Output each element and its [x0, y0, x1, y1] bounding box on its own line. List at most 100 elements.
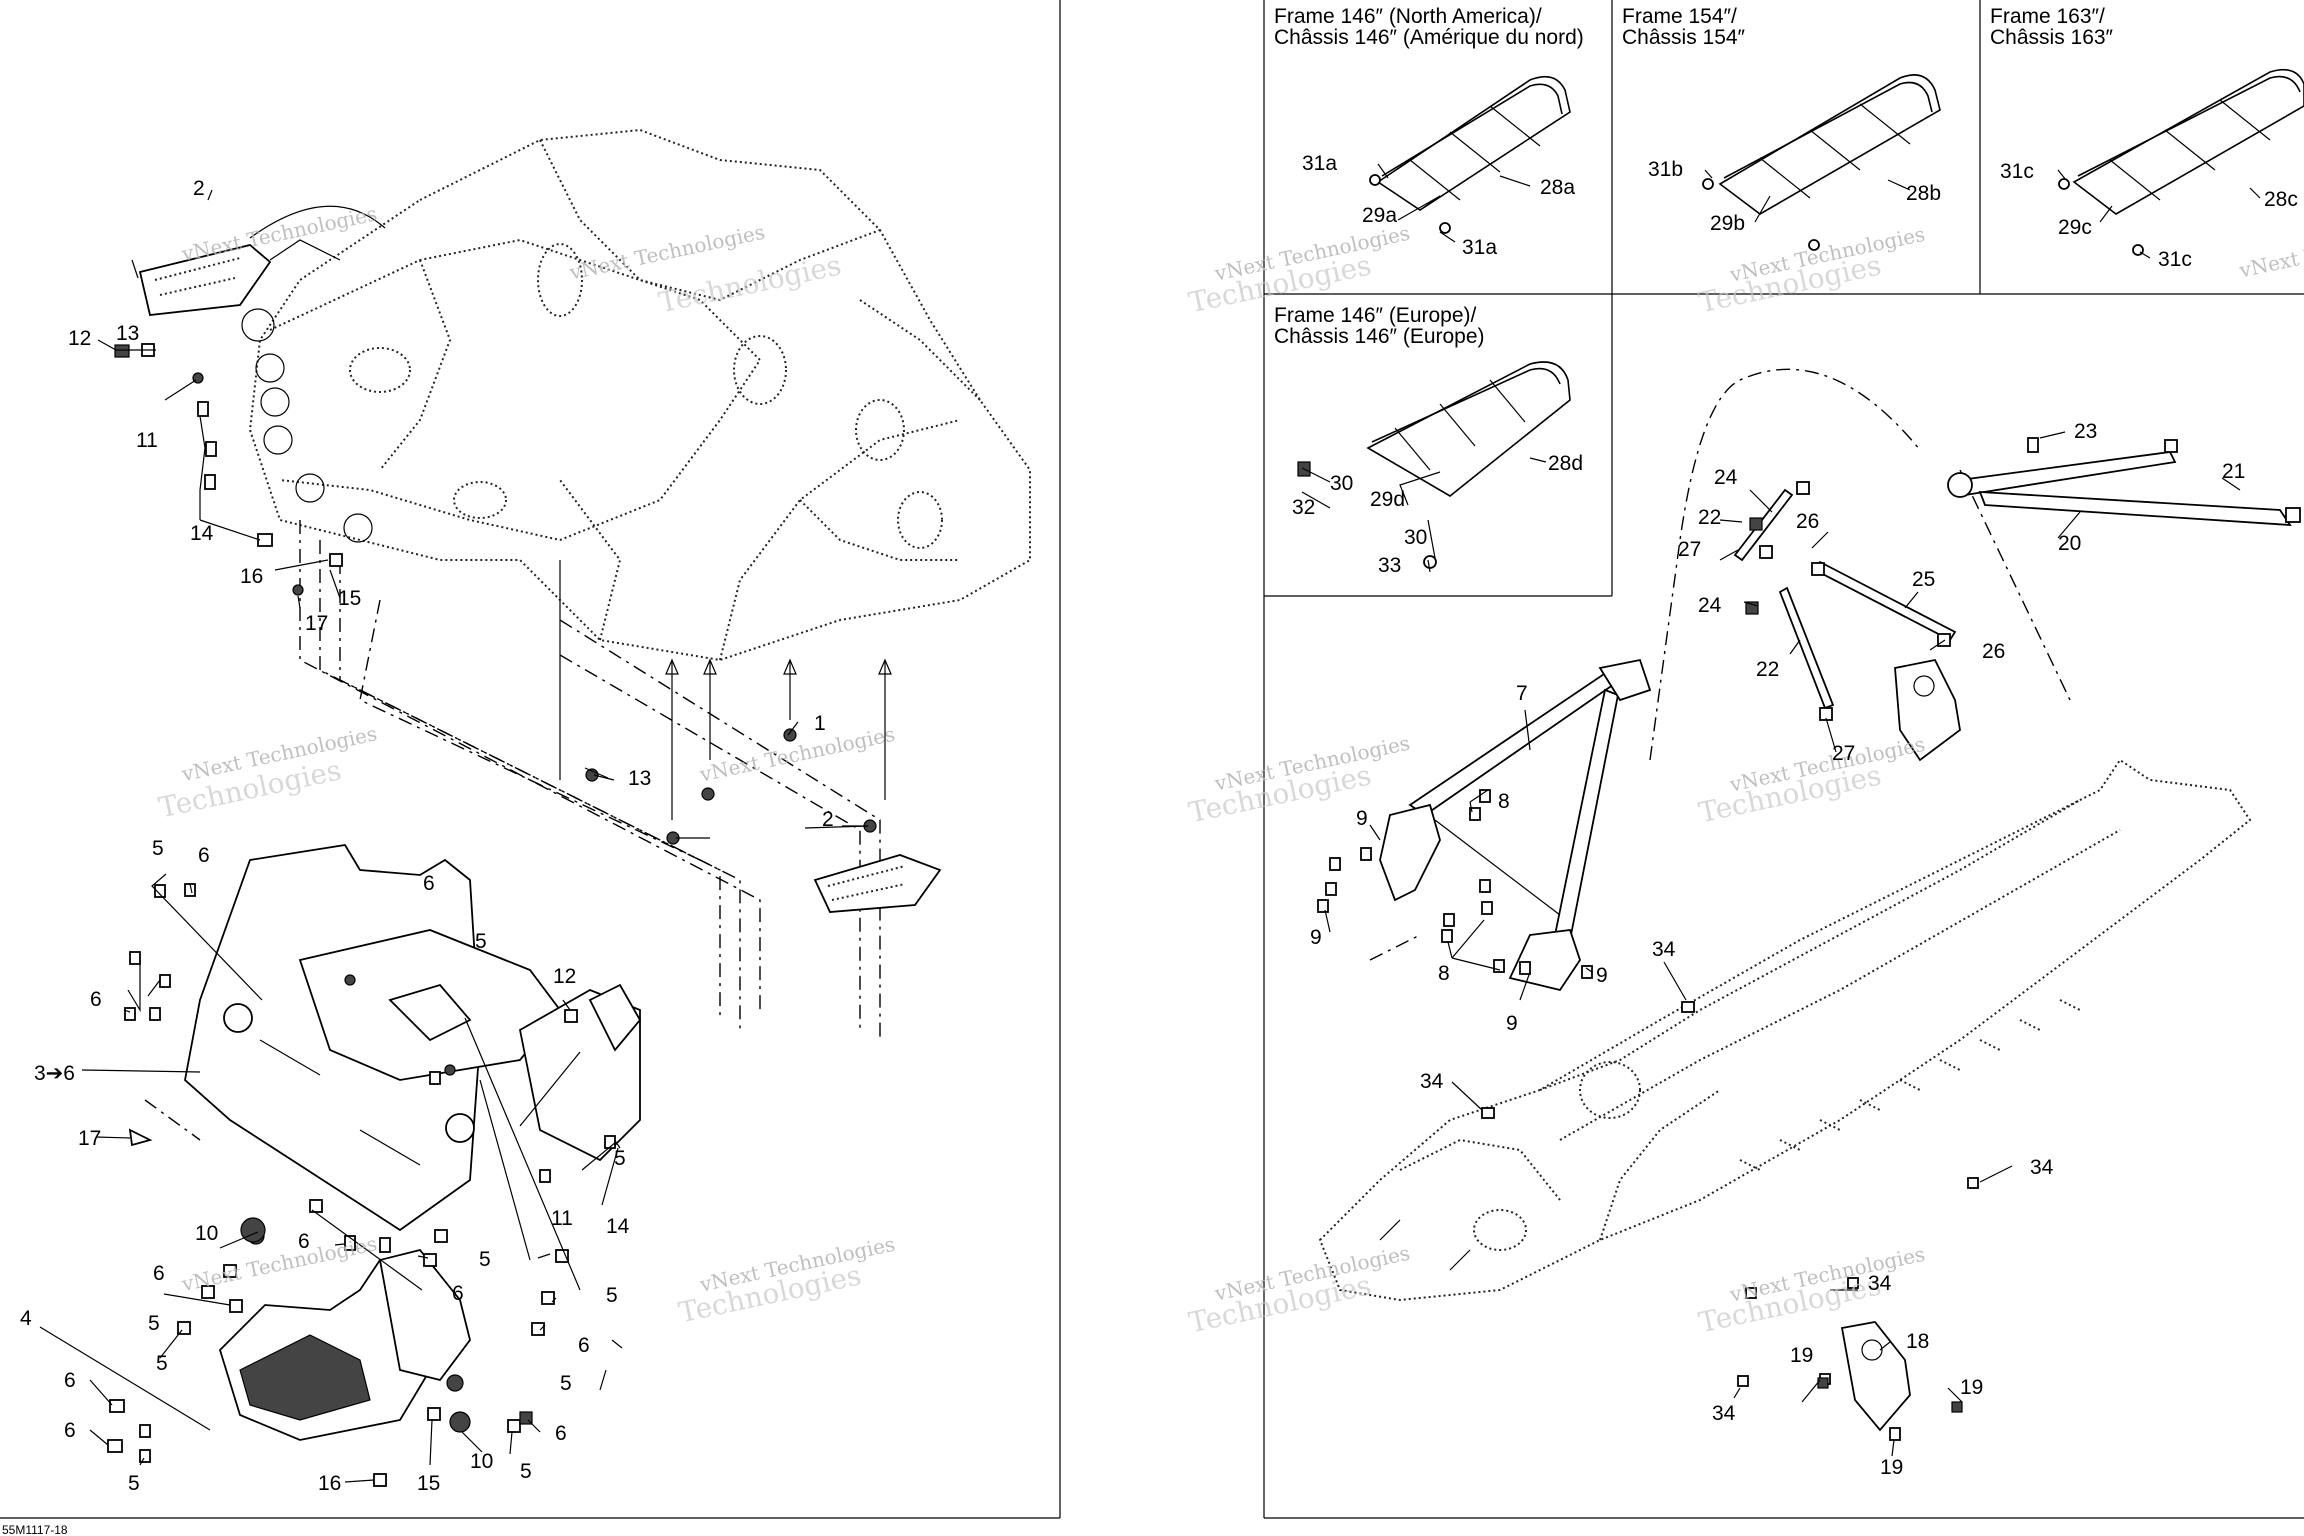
callout-label: 15 — [417, 1472, 440, 1495]
callout-label: 8 — [1438, 962, 1450, 985]
callout-label: 12 — [553, 965, 576, 988]
bulkhead-assembly — [184, 844, 642, 1232]
leader-lines — [39, 163, 2261, 1483]
callout-label: 28d — [1548, 452, 1583, 475]
callouts-right: 31a 29a 28a 31a 31b 29b 28b 31c 29c 28c … — [1292, 152, 2298, 1479]
callout-label: 4 — [20, 1307, 32, 1330]
callout-label: 29a — [1362, 204, 1397, 227]
alignment-line-2 — [1369, 934, 1421, 961]
figure-code: 55M1117-18 — [2, 1523, 68, 1536]
callout-label: 14 — [606, 1215, 630, 1238]
callout-label: 21 — [2222, 460, 2245, 483]
callout-label: 29c — [2058, 216, 2092, 239]
brace-rods — [1733, 481, 1957, 721]
watermark-text: vNext Technologies — [179, 201, 379, 266]
rail-assembly-28b — [1702, 74, 1941, 251]
callout-label: 5 — [606, 1284, 618, 1307]
callout-label: 5 — [475, 930, 487, 953]
watermark-text: vNext Technologies — [2236, 218, 2304, 283]
callout-label: 5 — [148, 1312, 160, 1335]
steering-support-bar — [1947, 437, 2301, 527]
callout-label: 28b — [1906, 182, 1941, 205]
callout-label: 5 — [156, 1352, 168, 1375]
footrest-part-lower — [813, 854, 942, 913]
steering-column-support — [1379, 658, 1652, 992]
callout-label: 22 — [1698, 506, 1721, 529]
inset-box-frame — [1264, 0, 2304, 597]
callout-label: 32 — [1292, 496, 1315, 519]
callout-label: 30 — [1404, 526, 1427, 549]
callout-label: 6 — [90, 988, 102, 1011]
callout-label: 26 — [1796, 510, 1819, 533]
callout-label: 9 — [1310, 926, 1322, 949]
callout-label: 12 — [68, 327, 91, 350]
callout-label: 13 — [116, 322, 139, 345]
bracket-18 — [1840, 1321, 1911, 1432]
callout-label: 6 — [153, 1262, 165, 1285]
callout-label: 31a — [1302, 152, 1337, 175]
callout-label: 9 — [1356, 807, 1368, 830]
fasteners-left — [107, 343, 877, 1487]
callout-label: 31c — [2158, 248, 2192, 271]
callout-label: 7 — [1516, 682, 1528, 705]
callout-label: 22 — [1756, 658, 1779, 681]
callout-label: 26 — [1982, 640, 2005, 663]
callout-label: 18 — [1906, 1330, 1929, 1353]
callout-label: 34 — [1420, 1070, 1444, 1093]
inset-title-na146-line1: Frame 146″ (North America)/ — [1274, 5, 1542, 28]
callout-label: 9 — [1596, 964, 1608, 987]
callout-label: 16 — [240, 565, 263, 588]
callout-label: 31b — [1648, 158, 1683, 181]
callout-label: 8 — [1498, 790, 1510, 813]
fasteners-right — [1317, 789, 1979, 1441]
inset-title-f163-line2: Châssis 163″ — [1990, 26, 2114, 49]
callout-label: 34 — [1868, 1272, 1892, 1295]
callout-label: 20 — [2058, 532, 2081, 555]
rail-assembly-28d — [1297, 361, 1571, 569]
callout-label: 17 — [305, 612, 328, 635]
callout-label: 2 — [193, 177, 205, 200]
tunnel-drawing — [1318, 758, 2252, 1302]
callout-label: 6 — [555, 1422, 567, 1445]
bracket-27 — [1894, 658, 1961, 762]
rail-assembly-28a — [1369, 75, 1571, 234]
callout-label: 5 — [152, 837, 164, 860]
watermark-text: vNext Technologies — [697, 722, 897, 787]
callout-label: 6 — [423, 872, 435, 895]
callout-label: 27 — [1678, 538, 1701, 561]
front-frame-drawing — [241, 128, 1031, 662]
callout-label: 34 — [1652, 938, 1676, 961]
callouts-left: 2 13 12 11 14 16 15 17 1 13 2 5 6 6 5 6 … — [20, 177, 834, 1495]
callout-label: 31a — [1462, 236, 1497, 259]
alignment-curve — [1649, 368, 1921, 761]
callout-label: 5 — [128, 1472, 140, 1495]
callout-label: 6 — [198, 844, 210, 867]
leader-arrow — [249, 205, 386, 239]
callout-label: 25 — [1912, 568, 1935, 591]
callout-label: 3➔6 — [34, 1062, 75, 1085]
callout-label: 9 — [1506, 1012, 1518, 1035]
callout-label: 17 — [78, 1127, 101, 1150]
inset-title-na146-line2: Châssis 146″ (Amérique du nord) — [1274, 26, 1584, 49]
callout-label: 6 — [64, 1419, 76, 1442]
callout-label: 11 — [136, 429, 158, 452]
callout-label: 1 — [814, 712, 826, 735]
callout-label: 19 — [1960, 1376, 1983, 1399]
callout-label: 6 — [298, 1230, 310, 1253]
callout-label: 14 — [190, 522, 214, 545]
callout-label: 23 — [2074, 420, 2097, 443]
lower-bracket-part-4 — [218, 1227, 471, 1441]
callout-label: 6 — [452, 1282, 464, 1305]
callout-label: 2 — [822, 808, 834, 831]
callout-label: 34 — [1712, 1402, 1736, 1425]
inset-title-eu146-line2: Châssis 146″ (Europe) — [1274, 325, 1485, 348]
callout-label: 19 — [1790, 1344, 1813, 1367]
callout-label: 11 — [551, 1207, 573, 1230]
callout-label: 15 — [338, 587, 361, 610]
callout-label: 28a — [1540, 176, 1575, 199]
callout-label: 34 — [2030, 1156, 2054, 1179]
callout-label: 16 — [318, 1472, 341, 1495]
callout-label: 13 — [628, 767, 651, 790]
